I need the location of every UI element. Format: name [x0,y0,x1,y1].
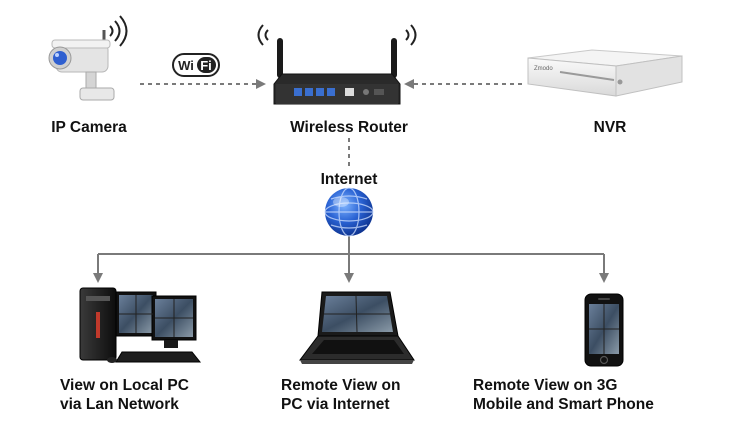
phone-arrowhead [599,273,609,283]
camera-link-arrowhead [256,79,266,89]
router-right-signal-icon [405,24,417,46]
pc-tower-led-strip [96,312,100,338]
router-wan-port-icon [345,88,354,96]
camera-signal-icon [109,15,128,47]
router-power-jack-icon [363,89,369,95]
smartphone-illustration [584,293,624,367]
router-lan-ports-icon [294,88,335,96]
pc-tower-drive-bay [86,296,110,301]
router-left-antenna-icon [277,38,283,78]
local-pc-label-line1: View on Local PC [60,377,189,394]
phone-speaker-icon [598,298,610,300]
camera-lens-glass [53,51,67,65]
globe-grid-lines [324,187,374,237]
nvr-link-arrowhead [404,79,414,89]
connection-lines [93,79,609,283]
laptop-label-line1: Remote View on [281,377,401,394]
phone-home-button-icon [599,355,609,365]
camera-bracket [79,87,115,101]
camera-hood [51,39,111,49]
phone-label-line1: Remote View on 3G [473,377,618,394]
laptop-front-edge [300,360,414,364]
router-left-signal-icon [257,24,269,46]
internet-label: Internet [320,171,378,188]
nvr-front-stripe [559,71,615,81]
router-button-icon [374,89,384,95]
pc-screen-grid [119,295,193,337]
local-pc-illustration [79,287,202,363]
phone-label: Remote View on 3G Mobile and Smart Phone [473,376,654,414]
laptop-arrowhead [344,273,354,283]
ip-camera-label: IP Camera [51,119,127,136]
local-pc-arrowhead [93,273,103,283]
nvr-illustration: Zmodo [527,49,683,97]
phone-label-line2: Mobile and Smart Phone [473,396,654,413]
nvr-side-panel [615,55,683,97]
nvr-brand-text: Zmodo [534,66,553,72]
pc-keyboard [115,351,202,363]
wifi-badge-fi-panel [197,57,216,73]
globe-highlight [333,197,349,207]
laptop-illustration [299,291,415,364]
wireless-router-illustration [257,24,417,105]
router-label: Wireless Router [290,119,408,136]
pc-monitor-stand [164,340,178,348]
pc-mouse-icon [107,357,117,363]
ip-camera-illustration [48,15,128,101]
local-pc-label: View on Local PC via Lan Network [60,376,189,414]
internet-globe-icon [324,187,374,237]
camera-lens-shine [55,53,59,57]
wifi-badge-wi-text: Wi [178,58,194,73]
nvr-label: NVR [593,119,627,136]
laptop-keyboard [312,340,404,354]
laptop-label-line2: PC via Internet [281,396,390,413]
local-pc-label-line2: via Lan Network [60,396,179,413]
camera-mount [85,71,97,89]
router-right-antenna-icon [391,38,397,78]
wifi-badge: Wi Fi [172,53,220,77]
wifi-badge-fi-text: Fi [200,58,212,73]
laptop-label: Remote View on PC via Internet [281,376,400,414]
nvr-indicator-icon [617,79,623,85]
laptop-screen-grid [324,295,390,333]
phone-screen-grid [589,304,619,354]
